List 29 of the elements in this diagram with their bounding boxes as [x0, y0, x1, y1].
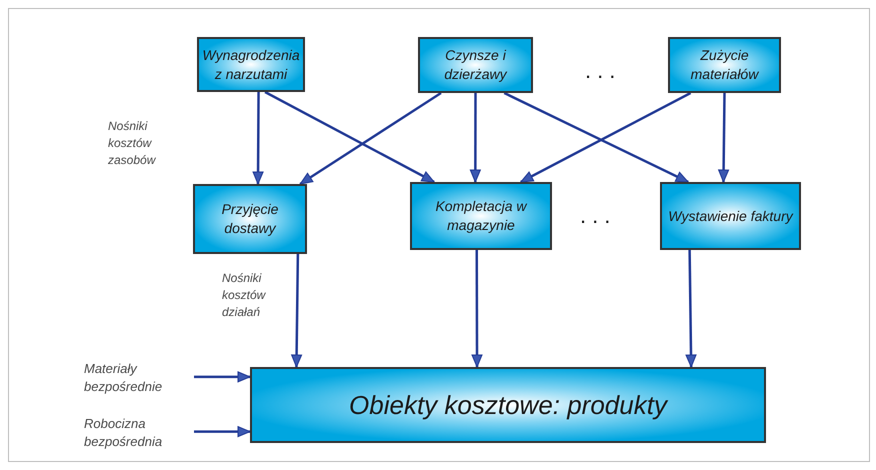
- box-text: Kompletacja w magazynie: [434, 197, 528, 235]
- arrow: [686, 250, 697, 368]
- box-text: Obiekty kosztowe: produkty: [349, 388, 667, 422]
- arrow: [252, 92, 264, 184]
- note-text: Nośniki kosztów działań: [222, 270, 267, 321]
- box-text: Zużycie materiałów: [690, 46, 760, 84]
- ellipsis: ...: [585, 60, 622, 82]
- process-box: [197, 37, 305, 92]
- box-text: Przyjęcie dostawy: [220, 200, 280, 238]
- arrow: [470, 93, 481, 182]
- arrow: [264, 90, 435, 184]
- process-box: [418, 37, 533, 93]
- box-text: Materiały bezpośrednie: [84, 360, 164, 396]
- arrow: [472, 250, 482, 368]
- process-box: [660, 182, 801, 250]
- arrow: [299, 92, 442, 186]
- box-text: Czynsze i dzierżawy: [443, 46, 508, 84]
- process-box: [668, 37, 781, 93]
- arrow: [718, 92, 730, 182]
- process-box: [250, 367, 766, 443]
- box-text: Robocizna bezpośrednia: [84, 415, 164, 451]
- box-text: Wynagrodzenia z narzutami: [202, 46, 300, 84]
- arrow: [194, 426, 250, 438]
- process-box: [410, 182, 552, 250]
- arrow: [291, 254, 302, 368]
- ellipsis: ...: [580, 205, 618, 227]
- arrow: [194, 371, 250, 382]
- process-box: [193, 184, 307, 254]
- note-text: Nośniki kosztów zasobów: [108, 118, 157, 169]
